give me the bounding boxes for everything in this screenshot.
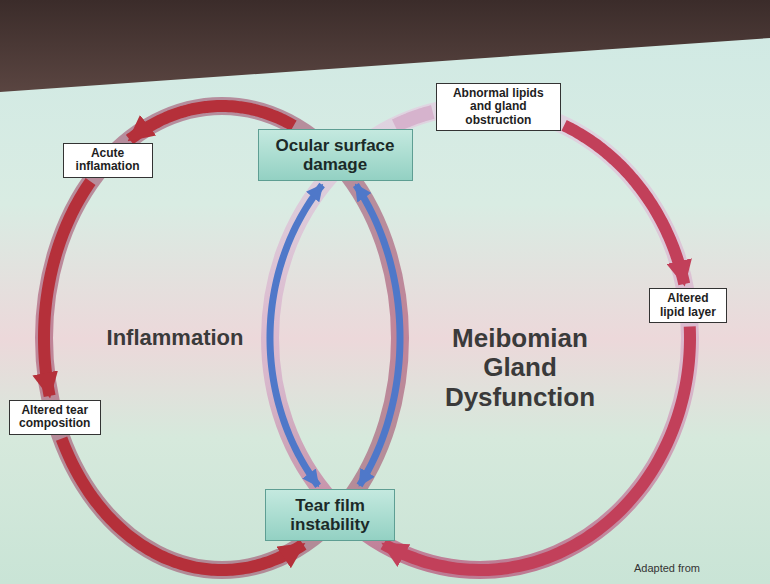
source-note: Adapted from bbox=[634, 562, 700, 574]
stage-box: Acute inflamation bbox=[63, 143, 153, 178]
stage-box: Altered tear composition bbox=[9, 400, 101, 435]
node-text: Acute inflamation bbox=[70, 147, 146, 174]
cycle-arrow bbox=[395, 112, 433, 126]
node-text: Ocular surface damage bbox=[269, 136, 402, 174]
cause-box: Abnormal lipids and gland obstruction bbox=[436, 83, 561, 131]
hub-box: Ocular surface damage bbox=[258, 129, 413, 181]
feedback-arrow bbox=[270, 185, 322, 486]
node-text: Tear film instability bbox=[276, 496, 384, 534]
stage-box: Altered lipid layer bbox=[649, 288, 727, 323]
cycle-arrow bbox=[44, 182, 91, 396]
cycle-title: Inflammation bbox=[107, 326, 244, 351]
node-text: Abnormal lipids and gland obstruction bbox=[443, 87, 554, 127]
cycle-arrow bbox=[564, 125, 684, 284]
hub-box: Tear film instability bbox=[265, 489, 395, 541]
ceiling bbox=[0, 0, 770, 92]
cycle-title: Meibomian Gland Dysfunction bbox=[435, 324, 605, 411]
feedback-arrow bbox=[356, 185, 400, 485]
node-text: Altered lipid layer bbox=[656, 292, 720, 319]
node-text: Altered tear composition bbox=[16, 404, 94, 431]
